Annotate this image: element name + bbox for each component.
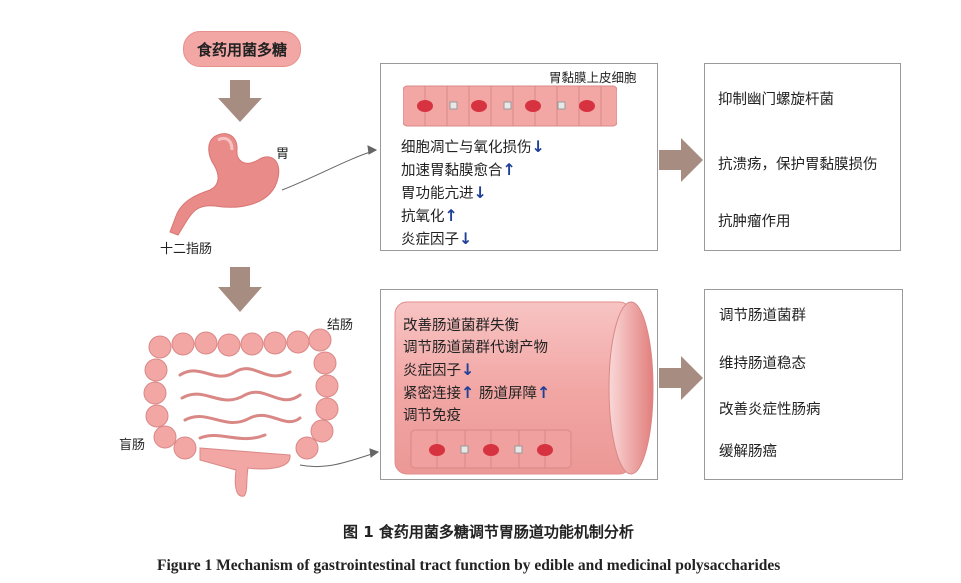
intestine-outcomes-box: 调节肠道菌群 维持肠道稳态 改善炎症性肠病 缓解肠癌 [704, 289, 903, 480]
stomach-outcome: 抗肿瘤作用 [718, 214, 791, 230]
right-arrow-1 [659, 138, 703, 182]
stomach-outcome: 抗溃疡，保护胃黏膜损伤 [718, 157, 878, 173]
stomach-mechanism-box: 胃黏膜上皮细胞 细胞凋亡与氧化损伤↓ 加速胃黏膜愈合↑ 胃功能亢进↓ 抗氧化↑ … [380, 63, 658, 251]
intestine-mechanism-box: 改善肠道菌群失衡 调节肠道菌群代谢产物 炎症因子↓ 紧密连接↑ 肠道屏障↑ 调节… [380, 289, 658, 480]
intestine-effect: 紧密连接↑ 肠道屏障↑ [403, 383, 551, 402]
caption-english: Figure 1 Mechanism of gastrointestinal t… [157, 557, 781, 574]
right-arrow-2 [659, 356, 703, 400]
stomach-effect: 抗氧化↑ [401, 206, 458, 225]
down-arrow-1 [218, 80, 262, 122]
intestine-effect: 改善肠道菌群失衡 [403, 318, 519, 334]
intestine-effects-list: 改善肠道菌群失衡 调节肠道菌群代谢产物 炎症因子↓ 紧密连接↑ 肠道屏障↑ 调节… [403, 315, 550, 427]
intestine-outcome: 维持肠道稳态 [719, 356, 806, 372]
stomach-effects-list: 细胞凋亡与氧化损伤↓ 加速胃黏膜愈合↑ 胃功能亢进↓ 抗氧化↑ 炎症因子↓ [401, 136, 545, 251]
stomach-outcomes-box: 抑制幽门螺旋杆菌 抗溃疡，保护胃黏膜损伤 抗肿瘤作用 [704, 63, 901, 251]
down-arrow-2 [218, 267, 262, 312]
intestine-outcome: 调节肠道菌群 [719, 308, 806, 324]
duodenum-label: 十二指肠 [160, 242, 213, 257]
gastric-epithelium-cells [403, 85, 617, 127]
stomach-effect: 胃功能亢进↓ [401, 183, 487, 202]
source-label: 食药用菌多糖 [183, 31, 301, 67]
stomach-effect: 细胞凋亡与氧化损伤↓ [401, 137, 545, 156]
stomach-effect: 加速胃黏膜愈合↑ [401, 160, 516, 179]
caption-chinese: 图 1 食药用菌多糖调节胃肠道功能机制分析 [343, 523, 634, 541]
intestine-effect: 调节免疫 [403, 408, 461, 424]
epithelium-label: 胃黏膜上皮细胞 [549, 70, 637, 85]
stomach-organ [169, 133, 280, 236]
intestine-effect: 炎症因子↓ [403, 360, 475, 379]
intestinal-epithelium-cells [410, 429, 572, 469]
intestine-organ [143, 328, 339, 497]
intestine-tube [394, 301, 654, 475]
intestine-outcome: 改善炎症性肠病 [719, 402, 821, 418]
small-intestine-coils [178, 367, 302, 440]
stomach-label: 胃 [276, 147, 290, 162]
intestine-outcome: 缓解肠癌 [719, 444, 777, 460]
colon-label: 结肠 [327, 318, 354, 333]
connector-stomach [281, 145, 378, 191]
stomach-outcome: 抑制幽门螺旋杆菌 [718, 92, 834, 108]
cecum-label: 盲肠 [119, 438, 146, 453]
stomach-effect: 炎症因子↓ [401, 229, 473, 248]
connector-intestine [299, 448, 380, 468]
intestine-effect: 调节肠道菌群代谢产物 [403, 340, 548, 356]
